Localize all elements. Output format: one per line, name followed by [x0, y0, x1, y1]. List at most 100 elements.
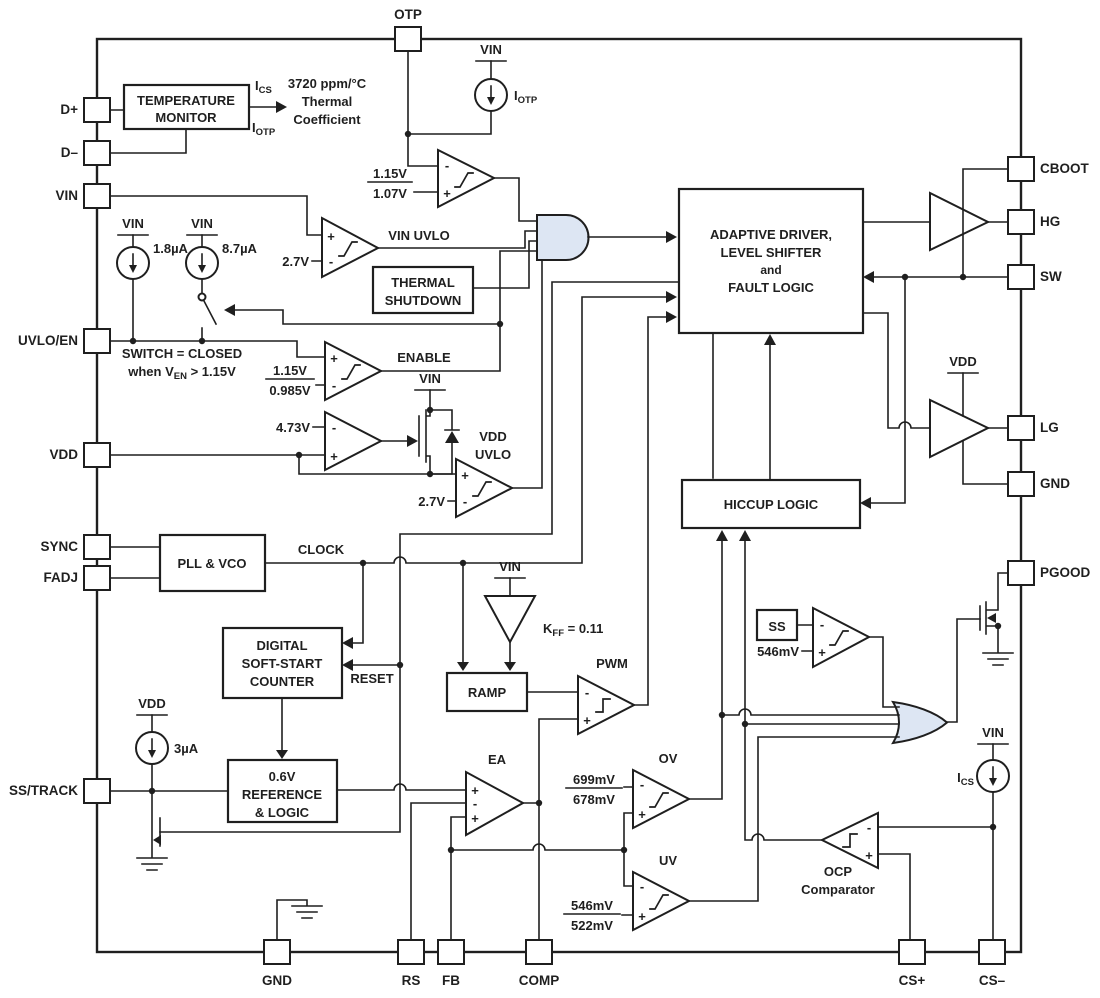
pin-hg — [1007, 209, 1035, 235]
wire-otp-cmp-out — [493, 177, 538, 222]
wire-clock — [264, 296, 667, 564]
block-ramp — [445, 671, 529, 713]
arrow-clock-to-driver — [666, 291, 677, 303]
pin-label: D+ — [60, 102, 78, 117]
rail-label: VIN — [480, 42, 502, 57]
wire-lg — [962, 372, 1009, 485]
ss-pgood-comparator — [812, 606, 872, 669]
svg-text:+: + — [443, 186, 451, 201]
hysteresis-icon — [649, 792, 669, 808]
svg-text:-: - — [640, 777, 644, 792]
threshold: 0.985V — [269, 383, 311, 398]
pin-label: GND — [262, 973, 292, 988]
signal-label: CLOCK — [298, 542, 345, 557]
wire-ea-fb — [450, 816, 467, 941]
current-sources — [116, 78, 1010, 793]
wire-ramp-inputs — [462, 562, 511, 663]
threshold: 678mV — [573, 792, 615, 807]
signal-label: RESET — [350, 671, 393, 686]
wire-vin-sense — [109, 195, 323, 236]
threshold: 1.15V — [273, 363, 307, 378]
svg-text:-: - — [640, 879, 644, 894]
current-label: 8.7µA — [222, 241, 258, 256]
rail-bars — [117, 60, 1009, 745]
pwm-comparator — [577, 674, 637, 736]
block-label: THERMAL — [391, 275, 455, 290]
current-label: IOTP — [252, 120, 276, 138]
comparator-glyphs — [338, 172, 858, 910]
signal-label: Comparator — [801, 882, 875, 897]
wire-sync-fadj — [109, 546, 161, 579]
wire-lg-drive — [862, 312, 931, 429]
pin-label: OTP — [394, 7, 422, 22]
wire-vdd-uvlo-out — [511, 259, 543, 489]
pin-label: GND — [1040, 476, 1070, 491]
wire-driver-hiccup — [712, 332, 771, 481]
arrow-counter-to-ref — [276, 750, 288, 759]
pin-label: VDD — [49, 447, 78, 462]
block-label: DIGITAL — [256, 638, 307, 653]
rail-label: VDD — [138, 696, 165, 711]
step-icon — [842, 833, 858, 848]
wire-ea-rs — [410, 802, 467, 941]
hysteresis-icon — [338, 241, 358, 257]
pin-fadj — [83, 565, 111, 591]
wire-sw-to-hiccup — [870, 276, 906, 504]
wire-fault-ss-discharge — [159, 281, 680, 833]
wire-enable-out — [380, 250, 538, 372]
pin-label: HG — [1040, 214, 1060, 229]
pin-label: SS/TRACK — [9, 783, 78, 798]
arrow-sw-to-driver — [863, 271, 874, 283]
signal-label: ENABLE — [397, 350, 451, 365]
wire-pwm — [526, 316, 667, 706]
svg-text:+: + — [330, 351, 338, 366]
block-label: SS — [768, 619, 786, 634]
signal-label: PWM — [596, 656, 628, 671]
signal-label: OV — [659, 751, 678, 766]
svg-text:+: + — [638, 807, 646, 822]
annotation: Thermal — [302, 94, 353, 109]
vdd-regulator-amp — [324, 410, 384, 472]
arrow-temp-out — [276, 101, 287, 113]
pin-label: D– — [61, 145, 79, 160]
rail-label: VIN — [122, 216, 144, 231]
signal-label: VDD — [479, 429, 506, 444]
threshold-leads — [265, 181, 814, 916]
svg-text:-: - — [473, 796, 477, 811]
wire-or-to-pgood-fet — [946, 618, 981, 723]
ldo-body-diode — [445, 431, 459, 443]
block-label: MONITOR — [155, 110, 217, 125]
hysteresis-icon — [649, 894, 669, 910]
annotation: SWITCH = CLOSED — [122, 346, 242, 361]
block-label: ADAPTIVE DRIVER, — [710, 227, 832, 242]
current-label: ICS — [255, 78, 272, 96]
ov-comparator — [632, 768, 692, 830]
and-gate — [536, 214, 590, 261]
signal-label: EA — [488, 752, 507, 767]
svg-text:+: + — [638, 909, 646, 924]
pin-label: CS– — [979, 973, 1006, 988]
threshold: 2.7V — [282, 254, 309, 269]
signal-label: UV — [659, 853, 677, 868]
block-pll-vco — [158, 533, 267, 593]
enable-comparator — [324, 340, 384, 402]
current-label: IOTP — [514, 88, 538, 106]
rail-label: VIN — [419, 371, 441, 386]
svg-text:+: + — [583, 713, 591, 728]
signal-label: OCP — [824, 864, 853, 879]
wire-switch-control — [234, 309, 501, 325]
current-source-arrows — [132, 85, 994, 779]
block-label: LEVEL SHIFTER — [721, 245, 822, 260]
comparator-polarity: - + + - + - - + + - - + + - + - + - + - … — [327, 158, 873, 924]
block-label: SHUTDOWN — [385, 293, 462, 308]
pin-gnd-bottom — [263, 939, 291, 965]
pin-label: VIN — [55, 188, 78, 203]
pin-label: UVLO/EN — [18, 333, 78, 348]
block-ss — [755, 608, 799, 642]
wire-8p7ua-switch — [201, 234, 218, 342]
pin-label: SYNC — [40, 539, 78, 554]
annotation: 3720 ppm/°C — [288, 76, 367, 91]
wire-cs-plus — [877, 853, 911, 941]
wire-fb-to-ov-uv — [450, 812, 634, 887]
arrow-ocp-to-hiccup — [739, 530, 751, 541]
